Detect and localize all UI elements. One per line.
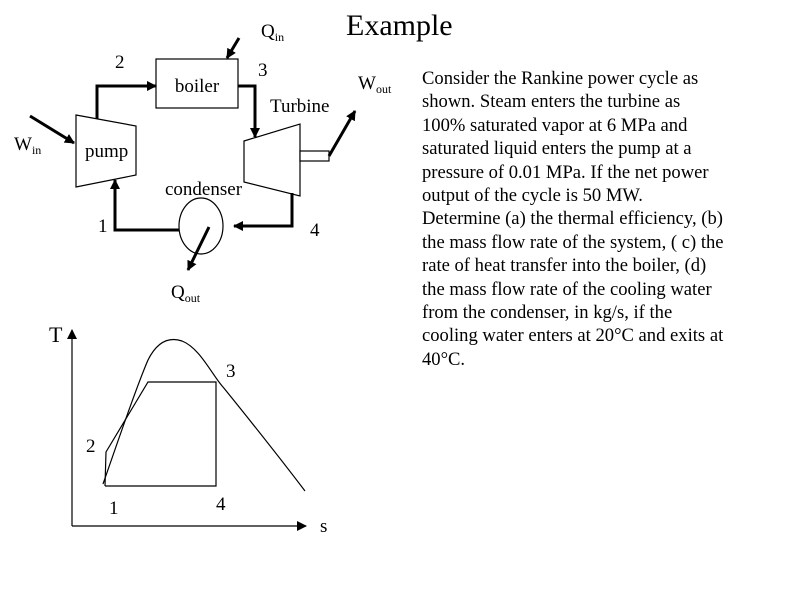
boiler-label: boiler <box>175 76 220 97</box>
pump-label: pump <box>85 141 128 162</box>
w-out-label: Wout <box>358 73 392 96</box>
cycle-path <box>104 381 217 487</box>
q-in-label: Qin <box>261 21 284 44</box>
problem-line: rate of heat transfer into the boiler, (… <box>422 255 707 277</box>
state-1-label: 1 <box>98 216 108 237</box>
problem-line: shown. Steam enters the turbine as <box>422 91 681 113</box>
flow-turbine-to-condenser <box>233 193 294 231</box>
state-3-label: 3 <box>258 60 268 81</box>
problem-line: output of the cycle is 50 MW. <box>422 185 643 207</box>
ts-diagram: T s 1 2 3 4 <box>49 322 327 537</box>
state-4-label: 4 <box>310 220 320 241</box>
ts-state-4-label: 4 <box>216 494 226 515</box>
problem-line: the mass flow rate of the system, ( c) t… <box>422 231 724 253</box>
ts-state-3-label: 3 <box>226 361 236 382</box>
problem-line: from the condenser, in kg/s, if the <box>422 302 673 324</box>
w-out-arrow <box>327 110 357 157</box>
flow-boiler-to-turbine <box>238 84 260 138</box>
problem-line: the mass flow rate of the cooling water <box>422 278 712 300</box>
rankine-cycle-schematic: boiler Turbine pump condenser 1 2 3 4 Qi… <box>14 21 392 305</box>
q-in-arrow <box>225 37 241 59</box>
w-in-label: Win <box>14 134 41 157</box>
t-axis-label: T <box>49 322 63 347</box>
condenser-shape <box>178 197 224 255</box>
problem-line: pressure of 0.01 MPa. If the net power <box>422 161 709 183</box>
s-axis-label: s <box>320 516 327 537</box>
flow-pump-to-boiler <box>95 81 157 119</box>
ts-state-1-label: 1 <box>109 498 119 519</box>
saturation-dome <box>102 338 306 492</box>
q-out-label: Qout <box>171 282 201 305</box>
pump-shape <box>75 114 137 188</box>
problem-line: Determine (a) the thermal efficiency, (b… <box>422 208 723 230</box>
flow-condenser-to-pump <box>110 179 179 232</box>
problem-line: cooling water enters at 20°C and exits a… <box>422 325 724 347</box>
w-in-arrow <box>29 114 75 145</box>
q-out-arrow <box>186 226 211 271</box>
ts-state-2-label: 2 <box>86 436 96 457</box>
slide-title: Example <box>346 9 453 42</box>
boiler-box <box>155 58 239 109</box>
problem-line: 100% saturated vapor at 6 MPa and <box>422 114 688 136</box>
problem-line: 40°C. <box>422 348 466 370</box>
condenser-label: condenser <box>165 179 243 200</box>
problem-line: saturated liquid enters the pump at a <box>422 138 692 160</box>
turbine-shaft <box>299 150 330 162</box>
problem-line: Consider the Rankine power cycle as <box>422 68 699 89</box>
turbine-shape <box>243 123 301 197</box>
problem-statement: Consider the Rankine power cycle as show… <box>422 67 794 371</box>
turbine-label: Turbine <box>270 96 329 117</box>
state-2-label: 2 <box>115 52 125 73</box>
